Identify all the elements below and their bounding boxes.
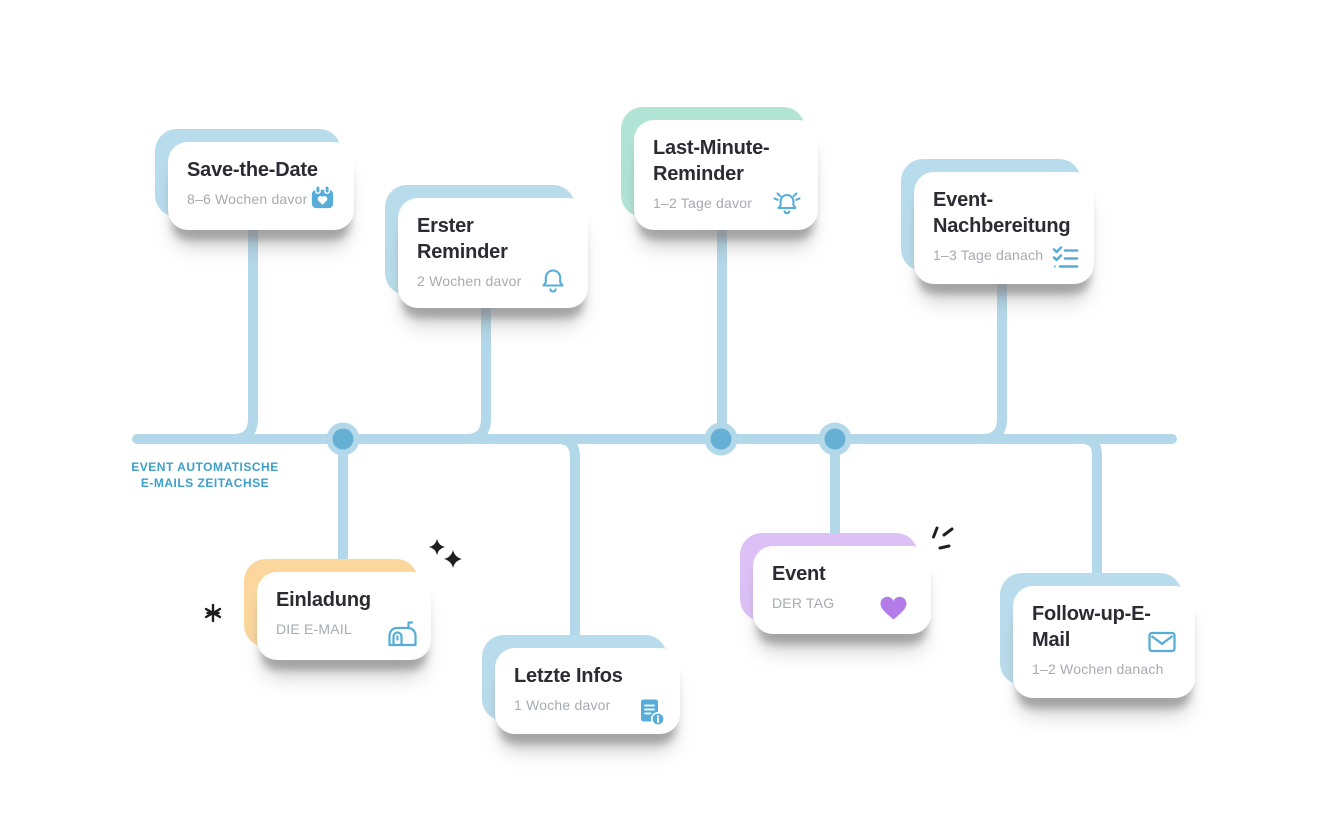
timeline-node-icon	[824, 428, 846, 450]
connector-save-the-date	[228, 200, 258, 444]
ink-decorations	[204, 526, 954, 623]
asterisk-icon	[204, 603, 222, 623]
connector-follow-up	[1077, 434, 1102, 597]
card-einladung: Einladung DIE E-MAIL	[244, 559, 431, 660]
envelope-icon	[1147, 630, 1177, 654]
emphasis-dashes-icon	[932, 526, 954, 550]
card-follow-up-e-mail: Follow-up-E-Mail 1–2 Wochen danach	[1000, 573, 1195, 698]
card-title: Erster Reminder	[417, 215, 508, 263]
card-title: Letzte Infos	[514, 665, 623, 687]
connector-letzte-infos	[553, 434, 580, 660]
timeline-axis-label-line2: E-MAILS ZEITACHSE	[140, 476, 270, 490]
timeline-axis-label-line1: EVENT AUTOMATISCHE	[131, 460, 279, 474]
connector-event-nachbereitung	[977, 257, 1007, 444]
timeline-nodes	[326, 422, 852, 456]
card-subtitle: 1–3 Tage danach	[933, 247, 1044, 263]
card-letzte-infos: Letzte Infos 1 Woche davor	[482, 635, 680, 734]
timeline-axis-label: EVENT AUTOMATISCHE E-MAILS ZEITACHSE	[126, 459, 284, 491]
timeline-node-icon	[332, 428, 354, 450]
card-event-nachbereitung: Event-Nachbereitung 1–3 Tage danach	[901, 159, 1094, 284]
card-face: Event-Nachbereitung 1–3 Tage danach	[914, 172, 1094, 284]
card-face: Erster Reminder 2 Wochen davor	[398, 198, 588, 308]
timeline-lines	[132, 200, 1177, 660]
card-face: Last-Minute-Reminder 1–2 Tage davor	[634, 120, 818, 230]
card-face: Einladung DIE E-MAIL	[257, 572, 431, 660]
card-subtitle: 1 Woche davor	[514, 697, 611, 713]
document-info-icon	[637, 697, 666, 727]
card-title: Last-Minute-Reminder	[653, 137, 770, 185]
card-subtitle: 8–6 Wochen davor	[187, 191, 308, 207]
card-subtitle: DIE E-MAIL	[276, 621, 352, 637]
card-title: Save-the-Date	[187, 159, 318, 181]
checklist-icon	[1050, 244, 1080, 271]
card-subtitle: DER TAG	[772, 595, 835, 611]
card-erster-reminder: Erster Reminder 2 Wochen davor	[385, 185, 588, 308]
mailbox-icon	[386, 620, 419, 650]
card-subtitle: 1–2 Wochen danach	[1032, 661, 1164, 677]
card-last-minute-reminder: Last-Minute-Reminder 1–2 Tage davor	[621, 107, 818, 230]
card-subtitle: 1–2 Tage davor	[653, 195, 753, 211]
timeline-node-icon	[710, 428, 732, 450]
card-save-the-date: Save-the-Date 8–6 Wochen davor	[155, 129, 354, 230]
card-title: Event-Nachbereitung	[933, 189, 1071, 237]
card-face: Event DER TAG	[753, 546, 931, 634]
card-title: Einladung	[276, 589, 371, 611]
card-title: Follow-up-E-Mail	[1032, 603, 1151, 651]
bell-icon	[540, 267, 566, 295]
bell-ringing-icon	[772, 189, 802, 217]
connector-erster-reminder	[461, 285, 491, 444]
card-title: Event	[772, 563, 826, 585]
card-face: Letzte Infos 1 Woche davor	[495, 648, 680, 734]
sparkle-icon	[444, 550, 462, 568]
card-face: Follow-up-E-Mail 1–2 Wochen danach	[1013, 586, 1195, 698]
card-face: Save-the-Date 8–6 Wochen davor	[168, 142, 354, 230]
card-event: Event DER TAG	[740, 533, 931, 634]
card-subtitle: 2 Wochen davor	[417, 273, 522, 289]
sparkle-icon	[429, 539, 445, 555]
calendar-heart-icon	[309, 184, 336, 211]
heart-icon	[878, 594, 909, 621]
